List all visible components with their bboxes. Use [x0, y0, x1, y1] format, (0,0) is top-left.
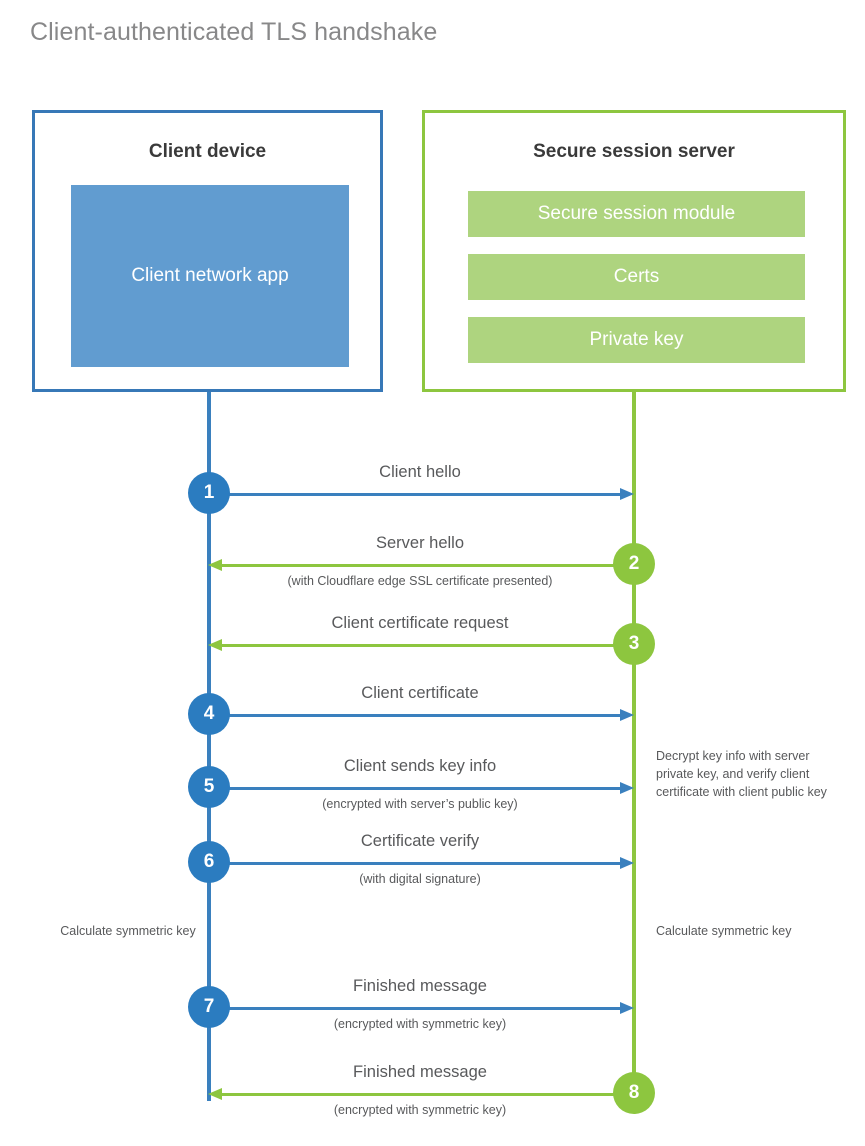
step-circle-2: 2 — [613, 543, 655, 585]
secure-session-server-title: Secure session server — [533, 141, 735, 162]
step-circle-3: 3 — [613, 623, 655, 665]
arrow-head-3 — [208, 639, 222, 651]
server-bar-private-key: Private key — [468, 317, 805, 363]
step-circle-4: 4 — [188, 693, 230, 735]
arrow-head-7 — [620, 1002, 634, 1014]
client-network-app-block: Client network app — [71, 185, 349, 367]
step-circle-6: 6 — [188, 841, 230, 883]
arrow-line-3 — [222, 644, 634, 647]
arrow-line-7 — [209, 1007, 623, 1010]
note-calculate-symmetric-key-client: Calculate symmetric key — [60, 924, 196, 938]
arrow-line-2 — [222, 564, 634, 567]
arrow-head-6 — [620, 857, 634, 869]
arrow-line-1 — [209, 493, 623, 496]
client-device-title: Client device — [148, 141, 267, 162]
arrow-line-6 — [209, 862, 623, 865]
arrow-head-8 — [208, 1088, 222, 1100]
server-bar-certs: Certs — [468, 254, 805, 300]
arrow-head-1 — [620, 488, 634, 500]
message-sublabel-7: (encrypted with symmetric key) — [333, 1017, 507, 1031]
message-label-3: Client certificate request — [331, 614, 509, 632]
client-device-box: Client device Client network app — [32, 110, 383, 392]
arrow-head-2 — [208, 559, 222, 571]
message-label-7: Finished message — [353, 977, 487, 995]
message-sublabel-5: (encrypted with server’s public key) — [322, 797, 518, 811]
note-decrypt-key-info: Decrypt key info with server private key… — [656, 749, 827, 799]
arrow-line-5 — [209, 787, 623, 790]
step-circle-5: 5 — [188, 766, 230, 808]
arrow-head-4 — [620, 709, 634, 721]
arrow-line-4 — [209, 714, 623, 717]
arrow-head-5 — [620, 782, 634, 794]
message-sublabel-6: (with digital signature) — [359, 872, 481, 886]
message-label-4: Client certificate — [361, 684, 479, 702]
step-circle-7: 7 — [188, 986, 230, 1028]
note-calculate-symmetric-key-server: Calculate symmetric key — [656, 924, 792, 938]
message-label-5: Client sends key info — [343, 757, 497, 775]
message-label-8: Finished message — [353, 1063, 487, 1081]
step-circle-8: 8 — [613, 1072, 655, 1114]
secure-session-server-box: Secure session server Secure session mod… — [422, 110, 846, 392]
server-lifeline — [632, 392, 636, 1093]
client-lifeline — [207, 392, 211, 1101]
page-title: Client-authenticated TLS handshake — [30, 18, 438, 46]
server-bar-secure-session-module: Secure session module — [468, 191, 805, 237]
message-label-2: Server hello — [375, 534, 465, 552]
message-sublabel-2: (with Cloudflare edge SSL certificate pr… — [287, 574, 553, 588]
arrow-line-8 — [222, 1093, 634, 1096]
message-label-1: Client hello — [379, 463, 461, 481]
step-circle-1: 1 — [188, 472, 230, 514]
message-sublabel-8: (encrypted with symmetric key) — [333, 1103, 507, 1117]
message-label-6: Certificate verify — [360, 832, 480, 850]
